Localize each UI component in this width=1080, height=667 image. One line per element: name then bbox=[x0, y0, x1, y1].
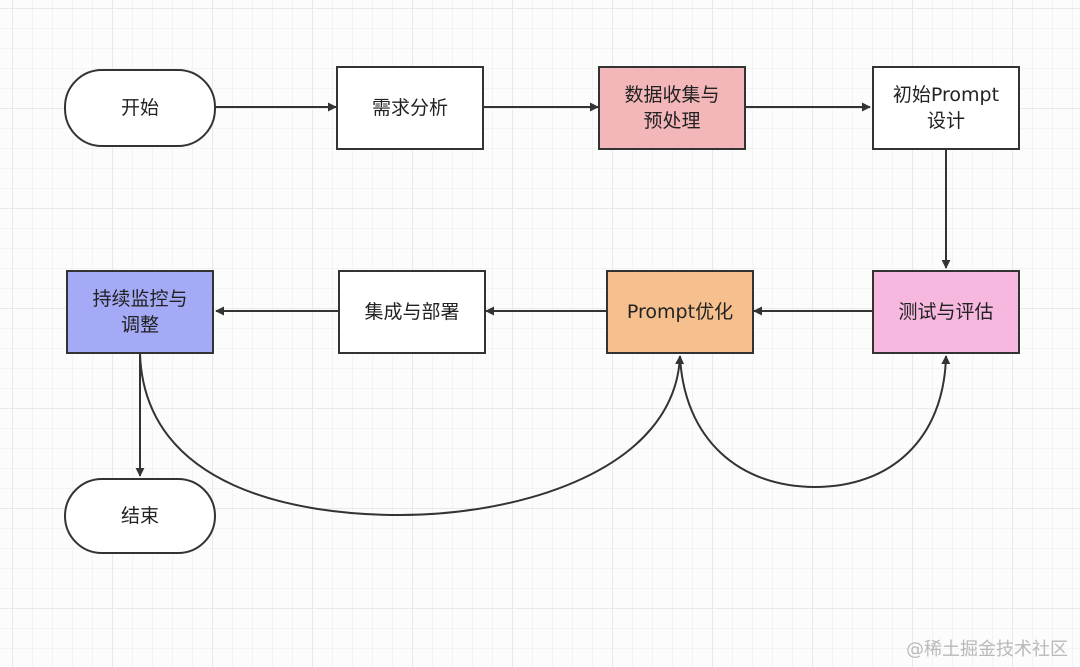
watermark: @稀土掘金技术社区 bbox=[906, 639, 1068, 660]
deploy-label: 集成与部署 bbox=[364, 301, 460, 323]
initial-design-node: 初始Prompt 设计 bbox=[872, 66, 1020, 150]
requirements-analysis-label: 需求分析 bbox=[371, 97, 448, 119]
monitor-label: 持续监控与 调整 bbox=[92, 288, 188, 336]
data-prep-label: 数据收集与 预处理 bbox=[624, 84, 720, 132]
optimize-node: Prompt优化 bbox=[606, 270, 754, 354]
start-node: 开始 bbox=[64, 69, 216, 147]
end-node-label: 结束 bbox=[120, 505, 159, 527]
requirements-analysis-node: 需求分析 bbox=[336, 66, 484, 150]
end-node: 结束 bbox=[64, 478, 216, 554]
optimize-label: Prompt优化 bbox=[626, 301, 734, 323]
test-eval-label: 测试与评估 bbox=[898, 301, 994, 323]
edge-optimize-to-test-eval-loop bbox=[679, 355, 951, 489]
start-node-label: 开始 bbox=[120, 97, 159, 119]
monitor-node: 持续监控与 调整 bbox=[66, 270, 214, 354]
test-eval-node: 测试与评估 bbox=[872, 270, 1020, 354]
edge-monitor-to-optimize-feedback bbox=[139, 353, 685, 517]
deploy-node: 集成与部署 bbox=[338, 270, 486, 354]
initial-design-label: 初始Prompt 设计 bbox=[892, 84, 1000, 132]
data-prep-node: 数据收集与 预处理 bbox=[598, 66, 746, 150]
